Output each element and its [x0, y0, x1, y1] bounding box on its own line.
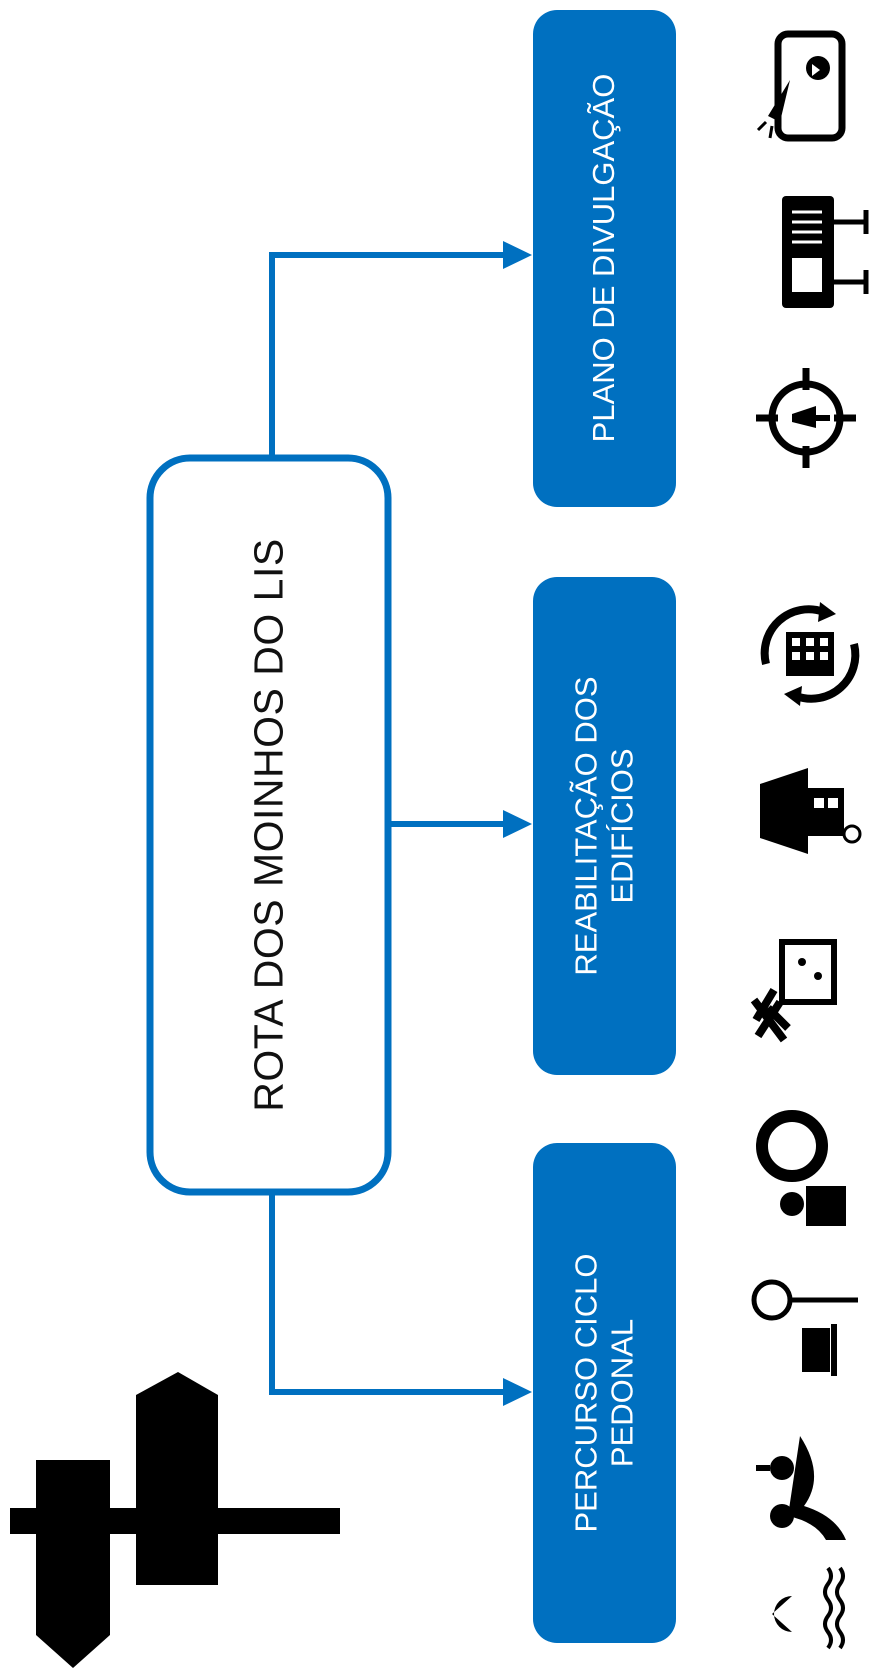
- billboard-icon: [782, 196, 869, 308]
- broken-house-icon: [750, 939, 837, 1043]
- main-title: ROTA DOS MOINHOS DO LIS: [246, 538, 293, 1111]
- branch-label-plano: PLANO DE DIVULGAÇÃO: [586, 74, 622, 443]
- connector-percurso: [269, 1192, 525, 1395]
- connector-plano: [269, 252, 525, 458]
- arrow-reabilitacao: [503, 810, 532, 838]
- connectors: [269, 241, 532, 1406]
- arrow-plano: [503, 241, 532, 269]
- main-title-text: ROTA DOS MOINHOS DO LIS: [245, 538, 292, 1112]
- branch-label-percurso: PERCURSO CICLO PEDONAL: [568, 1253, 639, 1532]
- main-box: [146, 454, 392, 1196]
- waves-icon: [772, 1566, 845, 1650]
- branch-label-plano-line1: PLANO DE DIVULGAÇÃO: [586, 73, 622, 443]
- branch-box-percurso: [533, 1143, 676, 1643]
- park-bench-icon: [751, 1279, 858, 1376]
- windmill-arrows-icon: [10, 1372, 340, 1668]
- branch-box-reabilitacao: [533, 577, 676, 1075]
- branch-label-reabilitacao-line1: REABILITAÇÃO DOS: [568, 676, 604, 976]
- branch-label-percurso-line1: PERCURSO CICLO: [568, 1253, 604, 1533]
- building-cycle-icon: [760, 602, 860, 706]
- branch-label-reabilitacao-line2: EDIFÍCIOS: [604, 748, 639, 904]
- renovation-house-icon: [760, 768, 862, 854]
- playground-icon: [756, 1436, 846, 1540]
- branch-box-plano: [533, 10, 676, 507]
- lifebuoy-icon: [756, 1110, 846, 1226]
- target-icon: [756, 368, 856, 468]
- arrow-percurso: [503, 1378, 532, 1406]
- branch-label-reabilitacao: REABILITAÇÃO DOS EDIFÍCIOS: [568, 676, 639, 975]
- branch-label-percurso-line2: PEDONAL: [604, 1318, 639, 1468]
- tablet-announcement-icon: [756, 30, 846, 142]
